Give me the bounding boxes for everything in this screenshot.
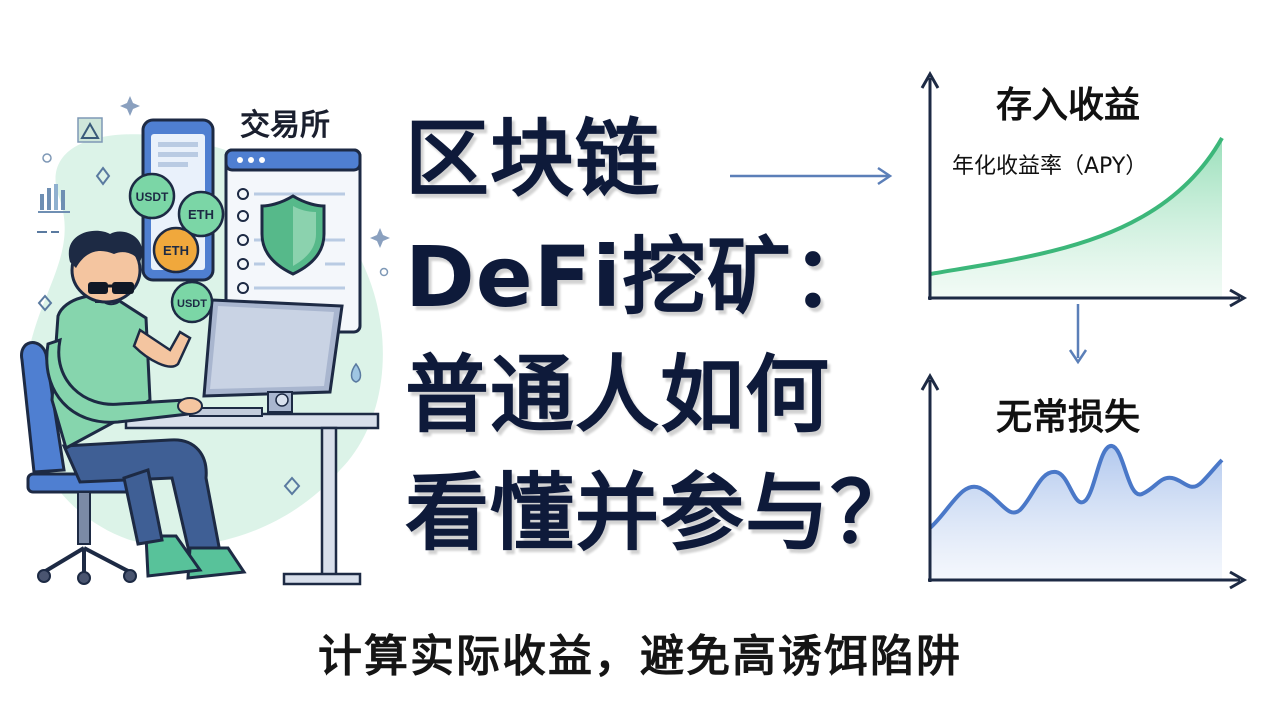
y-axis-arrow-icon (920, 70, 940, 300)
usdt-coin: USDT (128, 172, 176, 220)
apy-growth-chart (920, 70, 1248, 308)
sunglasses-icon (88, 282, 134, 294)
sparkle-icon (120, 96, 140, 116)
apy-curve (929, 137, 1224, 276)
headline-line: 区块链 (405, 110, 661, 208)
diamond-icon (95, 166, 111, 186)
apy-area (930, 138, 1222, 298)
apy-label: 年化收益率（APY） (952, 154, 1148, 179)
shield-icon (260, 194, 326, 276)
person (45, 230, 247, 580)
y-axis-arrow-icon (920, 372, 940, 582)
headline-line: 看懂并参与？ (405, 464, 916, 562)
deposit-yield-title: 存入收益 (996, 85, 1141, 126)
coin-label: ETH (163, 243, 189, 258)
headline-line: 普通人如何 (405, 346, 831, 444)
diamond-icon (37, 294, 53, 312)
person-at-computer-illustration: USDT ETH ETH (20, 96, 390, 586)
eth-coin: ETH (152, 226, 200, 274)
usdt-coin: USDT (170, 280, 214, 324)
desk (124, 407, 380, 586)
water-drop-icon (350, 362, 362, 383)
bottom-caption: 计算实际收益，避免高诱饵陷阱 (318, 631, 962, 682)
headline-line: DeFi挖矿： (405, 228, 877, 326)
triangle-icon (77, 117, 103, 143)
arrow-down-icon (1068, 304, 1088, 365)
eth-coin: ETH (177, 190, 225, 238)
arrow-right-icon (730, 166, 893, 186)
loss-curve (928, 444, 1224, 530)
sparkle-icon (370, 228, 390, 248)
x-axis-arrow-icon (928, 288, 1248, 308)
loss-area (930, 445, 1222, 580)
headline: 区块链 DeFi挖矿： 普通人如何 看懂并参与？ (405, 100, 916, 572)
bar-chart-icon (38, 184, 70, 213)
coin-label: ETH (188, 207, 214, 222)
x-axis-arrow-icon (928, 570, 1248, 590)
exchange-label: 交易所 (240, 108, 330, 143)
coin-label: USDT (177, 298, 207, 310)
coin-label: USDT (136, 190, 169, 204)
monitor (202, 298, 344, 413)
charts-panel (730, 70, 1248, 590)
impermanent-loss-title: 无常损失 (996, 397, 1141, 438)
impermanent-loss-chart (920, 372, 1248, 590)
diamond-icon (283, 476, 301, 496)
